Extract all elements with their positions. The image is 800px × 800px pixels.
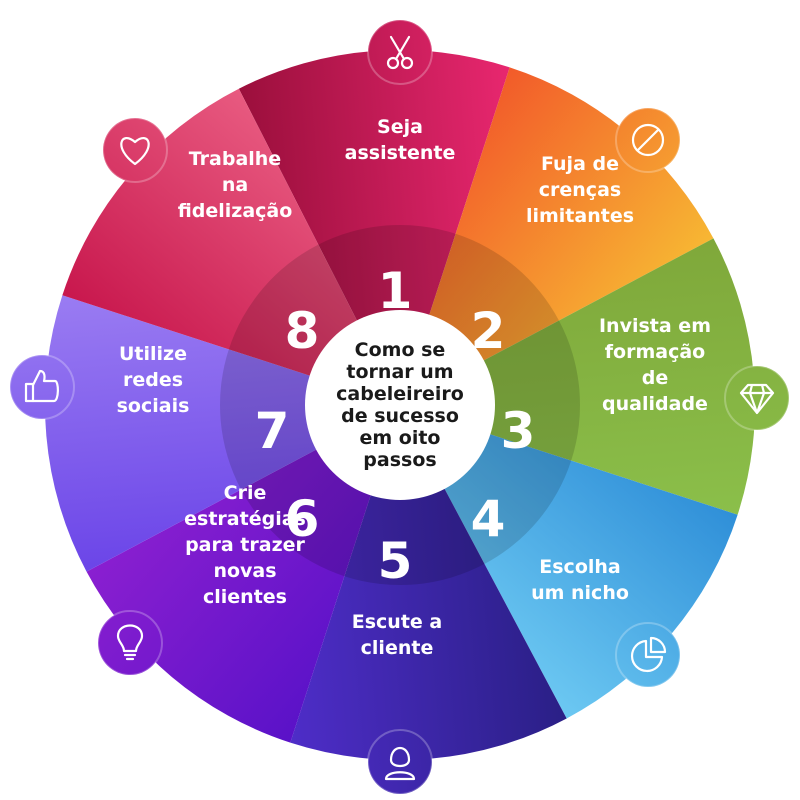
heart-icon: [102, 117, 168, 183]
step-number-3: 3: [501, 402, 536, 460]
person-icon: [367, 729, 433, 795]
step-number-5: 5: [378, 532, 413, 590]
wedge-step-3: [400, 238, 755, 515]
step-number-6: 6: [285, 490, 320, 548]
wedge-step-1: [238, 49, 510, 405]
diamond-icon: [724, 365, 790, 431]
wedge-step-5: [290, 405, 567, 760]
prohibited-icon: [615, 107, 681, 173]
step-number-8: 8: [285, 302, 320, 360]
step-icons: [9, 19, 790, 795]
center-circle: [305, 310, 495, 500]
thumbs-up-icon: [9, 354, 75, 420]
step-number-4: 4: [471, 490, 506, 548]
wedge-step-6: [86, 405, 401, 743]
step-number-7: 7: [255, 402, 290, 460]
scissors-icon: [367, 19, 433, 85]
lightbulb-icon: [97, 610, 163, 676]
pie-chart-icon: [615, 622, 681, 688]
wedge-step-7: [44, 295, 400, 572]
wheel-wedges: [44, 49, 755, 760]
